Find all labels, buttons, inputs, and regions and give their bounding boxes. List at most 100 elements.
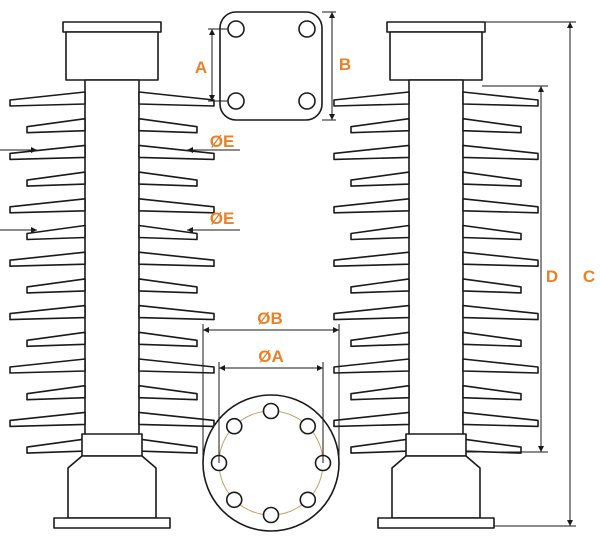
shed-right [462,171,522,187]
shed-left [9,358,86,374]
shed-right [138,358,215,374]
dimension-arrow [203,327,209,333]
shed-left [9,304,86,321]
shed-left [9,198,86,214]
core [84,79,140,451]
shed-left [350,278,410,294]
dimension-arrow [567,520,573,526]
shed-left [26,224,86,241]
bolt-hole [298,92,316,110]
bolt-hole [225,417,243,435]
shed-left [9,251,86,267]
bottom-flange-body [391,455,481,519]
shed-left [333,411,410,428]
label-shed-dia-lower: ØE [210,209,235,228]
shed-left [333,304,410,321]
shed-right [138,198,215,214]
base-plate [377,517,495,529]
shed-right [462,278,522,294]
shed-right [462,91,539,107]
round-flange-bottom-view [202,394,340,532]
dimension-arrow [31,227,37,233]
dimension-arrow [187,147,193,153]
shed-right [138,384,198,401]
dimension-arrow [538,86,544,92]
square-flange-top-view [219,11,323,121]
shed-right [138,144,215,161]
shed-left [350,117,410,134]
top-cap-body [65,31,159,81]
dimension-arrow [317,365,323,371]
shed-left [26,278,86,294]
dimension-arrow [31,147,37,153]
shed-right [462,304,539,321]
shed-left [26,438,86,454]
shed-left [9,91,86,107]
shed-left [9,411,86,428]
bolt-hole [299,417,317,435]
top-cap-body [389,31,483,81]
shed-right [138,91,215,107]
label-flange-dia-b: ØB [257,309,283,328]
dimension-arrow [329,114,335,120]
dimension-arrow [329,12,335,18]
shed-right [138,171,198,187]
dimension-arrow [333,327,339,333]
shed-left [26,331,86,348]
label-height-d: D [546,267,558,286]
shed-left [350,171,410,187]
bottom-neck [405,433,467,457]
shed-right [462,251,539,267]
bolt-hole [227,92,245,110]
shed-left [333,198,410,214]
bolt-hole [299,491,317,509]
square-plate-outline [219,11,323,121]
bolt-hole [227,20,245,38]
shed-right [138,278,198,294]
insulator-right-view [333,21,539,529]
bottom-flange-body [67,455,157,519]
label-plate-side-b: B [339,55,351,74]
bolt-hole [298,20,316,38]
bolt-hole [225,491,243,509]
shed-right [138,251,215,267]
shed-left [350,224,410,241]
base-plate [53,517,171,529]
bottom-neck [81,433,143,457]
shed-left [26,171,86,187]
label-bolt-circle-a: ØA [258,347,284,366]
shed-right [138,224,198,241]
insulator-left-view [9,21,215,529]
shed-right [138,438,198,454]
shed-right [138,331,198,348]
top-cap-rim [386,21,486,33]
dimension-arrow [538,446,544,452]
core [408,79,464,451]
shed-left [333,91,410,107]
dimension-arrow [209,29,215,35]
shed-right [138,117,198,134]
dimension-lines [0,11,576,527]
shed-left [350,384,410,401]
shed-left [350,331,410,348]
dimension-arrow [209,95,215,101]
shed-left [333,358,410,374]
shed-right [462,331,522,348]
dimension-arrow [219,365,225,371]
shed-right [462,358,539,374]
label-plate-side-a: A [195,58,207,77]
shed-left [333,251,410,267]
shed-left [333,144,410,161]
shed-right [462,411,539,428]
shed-left [26,117,86,134]
bolt-hole [262,402,280,420]
dimension-arrow [187,227,193,233]
shed-right [138,304,215,321]
dimension-arrow [567,22,573,28]
bolt-hole [262,506,280,524]
shed-right [462,438,522,454]
label-height-c: C [583,267,595,286]
shed-right [462,198,539,214]
shed-left [9,144,86,161]
